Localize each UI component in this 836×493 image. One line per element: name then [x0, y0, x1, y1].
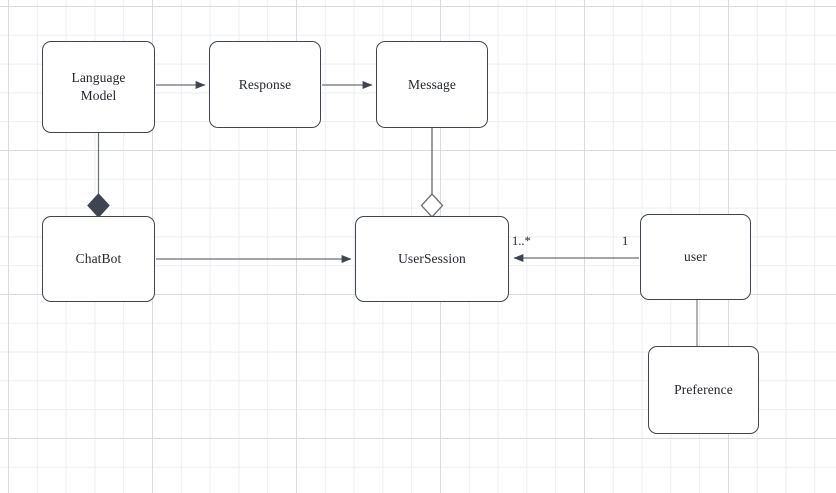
node-preference-label: Preference	[674, 382, 733, 398]
multiplicity-label-usersession: 1..*	[512, 234, 531, 248]
node-preference[interactable]: Preference	[648, 346, 759, 434]
node-usersession[interactable]: UserSession	[355, 216, 509, 302]
node-language-model-label: Language Model	[71, 69, 125, 105]
node-language-model-label-line1: Language	[71, 70, 126, 86]
node-language-model[interactable]: Language Model	[42, 41, 155, 133]
node-chatbot[interactable]: ChatBot	[42, 216, 155, 302]
node-response[interactable]: Response	[209, 41, 321, 128]
node-user[interactable]: user	[640, 214, 751, 300]
node-message[interactable]: Message	[376, 41, 488, 128]
multiplicity-label-user: 1	[622, 234, 629, 248]
filled-diamond-marker	[87, 193, 110, 218]
edge-language-model-to-chatbot	[87, 133, 110, 218]
node-usersession-label: UserSession	[398, 251, 466, 267]
node-language-model-label-line2: Model	[80, 88, 117, 103]
node-chatbot-label: ChatBot	[75, 251, 122, 267]
node-response-label: Response	[238, 76, 292, 92]
edge-message-to-usersession	[420, 128, 444, 218]
hollow-diamond-marker	[420, 193, 444, 218]
node-user-label: user	[684, 249, 707, 265]
node-message-label: Message	[408, 76, 456, 92]
